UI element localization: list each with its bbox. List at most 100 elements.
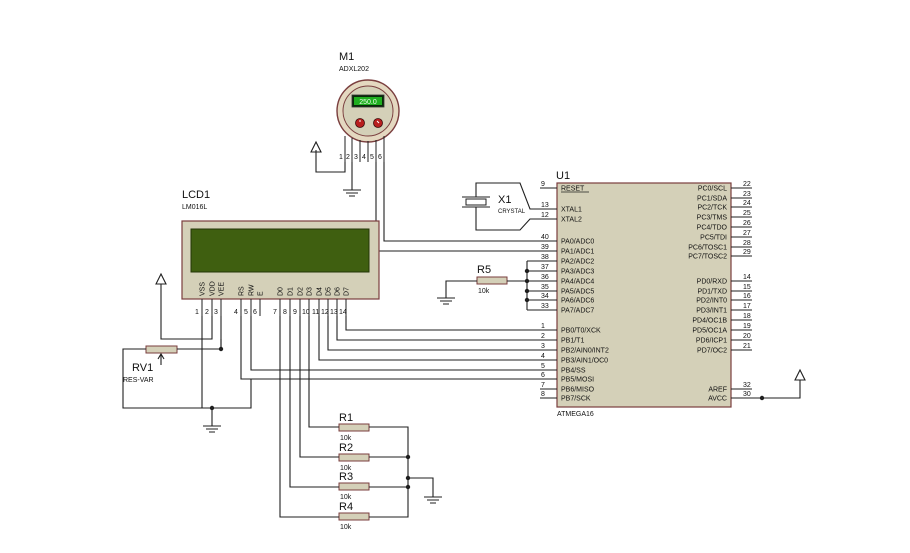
u1-right-pin-name: PC7/TOSC2 (688, 254, 727, 261)
lcd1-pin-name: D3 (307, 287, 314, 296)
u1-left-pin-number: 2 (541, 333, 545, 340)
u1-left-pin-name: PA3/ADC3 (561, 269, 594, 276)
u1-right-pin-number: 25 (743, 210, 751, 217)
u1-right-pin-name: PD5/OC1A (692, 328, 727, 335)
m1-pin-number: 3 (354, 154, 358, 161)
u1-left-pin-number: 39 (541, 244, 549, 251)
d5-wire (327, 316, 540, 351)
r4-resistor[interactable]: R4 10k (338, 501, 370, 531)
r3-resistor[interactable]: R3 10k (338, 471, 370, 501)
rv1-wiper (157, 352, 165, 365)
lcd1-ref-label: LCD1 (182, 189, 210, 201)
r5-value-label: 10k (478, 288, 490, 295)
u1-ref-label: U1 (556, 170, 570, 182)
rv1-vee-junction (218, 346, 224, 352)
m1-inner-disc (342, 85, 394, 137)
x1-xtal2-wire (475, 207, 540, 231)
u1-vcc-symbol (794, 368, 806, 381)
r5-resistor[interactable]: R5 10k (476, 264, 508, 295)
u1-left-pin-number: 34 (541, 293, 549, 300)
m1-power-symbol (310, 140, 322, 153)
u1-right-pin-number: 18 (743, 313, 751, 320)
lcd-ground-symbol (203, 425, 221, 433)
u1-right-pin-name: PC4/TDO (697, 225, 728, 232)
d6-wire (336, 316, 540, 341)
d1-wire (289, 316, 339, 488)
u1-right-pin-name: PD4/OC1B (692, 318, 727, 325)
r3-value-label: 10k (340, 494, 352, 501)
r1-resistor[interactable]: R1 10k (338, 412, 370, 442)
m1-ground-symbol (343, 189, 361, 197)
u1-microcontroller[interactable]: U1 ATMEGA16 9RESET13XTAL112XTAL240PA0/AD… (540, 170, 752, 418)
x1-crystal[interactable]: X1 CRYSTAL (462, 194, 526, 215)
u1-right-pin-number: 22 (743, 181, 751, 188)
lcd1-pin-name: RS (239, 286, 246, 296)
u1-right-pin-number: 30 (743, 391, 751, 398)
lcd1-screen (190, 228, 370, 273)
pulldown-gnd-wire (408, 477, 434, 497)
u1-right-pin-number: 26 (743, 220, 751, 227)
rv1-part-label: RES-VAR (123, 377, 154, 384)
lcd1-pin-leads (201, 299, 347, 316)
u1-left-pin-number: 33 (541, 303, 549, 310)
u1-right-pin-number: 32 (743, 382, 751, 389)
u1-left-pin-number: 4 (541, 353, 545, 360)
r1-body (338, 423, 370, 432)
d4-wire (318, 316, 540, 361)
m1-pin-number: 4 (362, 154, 366, 161)
m1-button-right[interactable] (373, 118, 383, 128)
lcd1-pin-name: VDD (210, 281, 217, 296)
u1-left-pin-name: PB5/MOSI (561, 377, 594, 384)
m1-button-left[interactable] (355, 118, 365, 128)
r1-ref-label: R1 (339, 412, 353, 424)
r3-body (338, 482, 370, 491)
u1-left-pin-name: PA5/ADC5 (561, 289, 594, 296)
lcd1-pin-number: 14 (339, 309, 347, 316)
vdd-wire (160, 284, 213, 340)
lcd1-pin-name: D7 (344, 287, 351, 296)
m1-display (354, 97, 382, 105)
u1-left-pins: 9RESET13XTAL112XTAL240PA0/ADC039PA1/ADC1… (540, 181, 609, 403)
pulldown-junction-1 (405, 454, 411, 460)
rv1-right-wire (177, 339, 222, 350)
u1-left-pin-name: PB6/MISO (561, 387, 595, 394)
rv1-ref-label: RV1 (132, 362, 153, 374)
u1-left-pin-number: 3 (541, 343, 545, 350)
u1-right-pin-name: PC1/SDA (697, 196, 727, 203)
u1-left-pin-name: XTAL1 (561, 207, 582, 214)
u1-left-pin-name: PA2/ADC2 (561, 259, 594, 266)
u1-left-pin-name: XTAL2 (561, 217, 582, 224)
u1-left-pin-name: PA6/ADC6 (561, 298, 594, 305)
rs-wire (240, 316, 540, 380)
rv1-left-wire (122, 348, 252, 409)
vdd-power-symbol (155, 272, 167, 285)
r2-body (338, 453, 370, 462)
lcd1-pin-number: 11 (312, 309, 319, 316)
d3-wire (308, 316, 339, 428)
u1-right-pin-name: AREF (708, 387, 727, 394)
u1-right-pin-number: 27 (743, 230, 751, 237)
u1-right-pin-number: 24 (743, 200, 751, 207)
u1-right-pin-name: PC0/SCL (698, 186, 727, 193)
m1-yout-wire (383, 162, 540, 242)
u1-left-pin-number: 13 (541, 202, 549, 209)
u1-right-pin-name: PD3/INT1 (696, 308, 727, 315)
m1-pin-number: 6 (378, 154, 382, 161)
lcd1-pin-name: D2 (298, 287, 305, 296)
r4-body (338, 512, 370, 521)
r2-ref-label: R2 (339, 442, 353, 454)
lcd1-pin-number: 1 (195, 309, 199, 316)
u1-left-pin-name: PB3/AIN1/OC0 (561, 358, 608, 365)
u1-left-pin-name: PB7/SCK (561, 396, 591, 403)
r2-resistor[interactable]: R2 10k (338, 442, 370, 472)
rv1-potentiometer[interactable]: RV1 RES-VAR (123, 345, 178, 384)
u1-right-pin-name: PC5/TDI (700, 235, 727, 242)
lcd1-pin-number: 7 (273, 309, 277, 316)
x1-part-label: CRYSTAL (498, 209, 526, 215)
